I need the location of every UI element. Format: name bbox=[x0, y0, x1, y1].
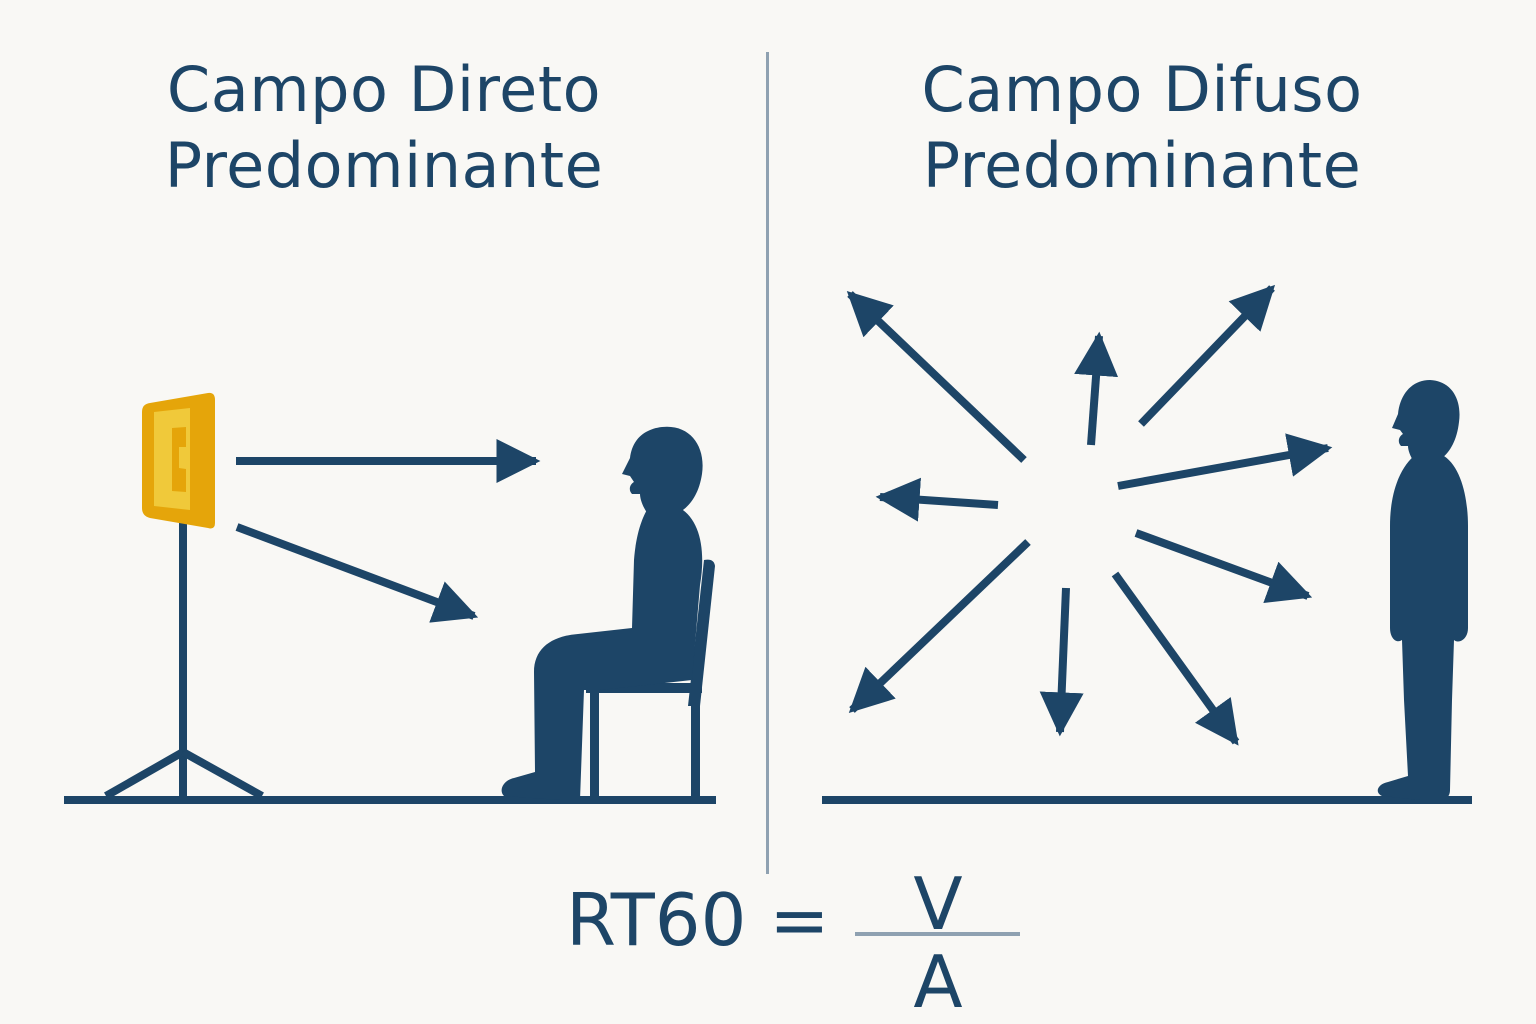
diffuse-field-title-line2: Predominante bbox=[922, 129, 1362, 202]
direct-field-title-line1: Campo Direto bbox=[166, 53, 602, 126]
direct-sound-arrow-angled bbox=[235, 523, 479, 623]
chair-icon bbox=[586, 559, 715, 798]
direct-field-title-line2: Predominante bbox=[164, 129, 604, 202]
diffuse-arrows bbox=[846, 284, 1333, 746]
diffuse-arrow-right bbox=[1117, 433, 1333, 490]
diffuse-arrow-left bbox=[875, 477, 999, 522]
formula-numerator: V bbox=[913, 862, 963, 946]
panel-divider bbox=[766, 52, 769, 874]
diffuse-arrow-down bbox=[1039, 587, 1084, 737]
formula-denominator: A bbox=[913, 940, 963, 1024]
diffuse-arrow-up-left bbox=[846, 290, 1027, 463]
diffuse-arrow-up bbox=[1074, 331, 1119, 446]
diffuse-field-title-line1: Campo Difuso bbox=[921, 53, 1363, 126]
diffuse-arrow-up-right bbox=[1138, 284, 1276, 427]
diffuse-arrow-down-left bbox=[848, 539, 1031, 714]
standing-listener-icon bbox=[1377, 380, 1468, 800]
direct-field-title: Campo Direto Predominante bbox=[84, 52, 684, 204]
loudspeaker-icon bbox=[104, 392, 264, 800]
diffuse-field-title: Campo Difuso Predominante bbox=[842, 52, 1442, 204]
diffuse-arrow-right-down bbox=[1134, 529, 1313, 604]
diffuse-arrow-down-right bbox=[1111, 571, 1240, 746]
fraction-bar bbox=[855, 932, 1020, 936]
formula-lhs: RT60 = bbox=[566, 878, 830, 962]
seated-listener-icon bbox=[501, 426, 703, 800]
